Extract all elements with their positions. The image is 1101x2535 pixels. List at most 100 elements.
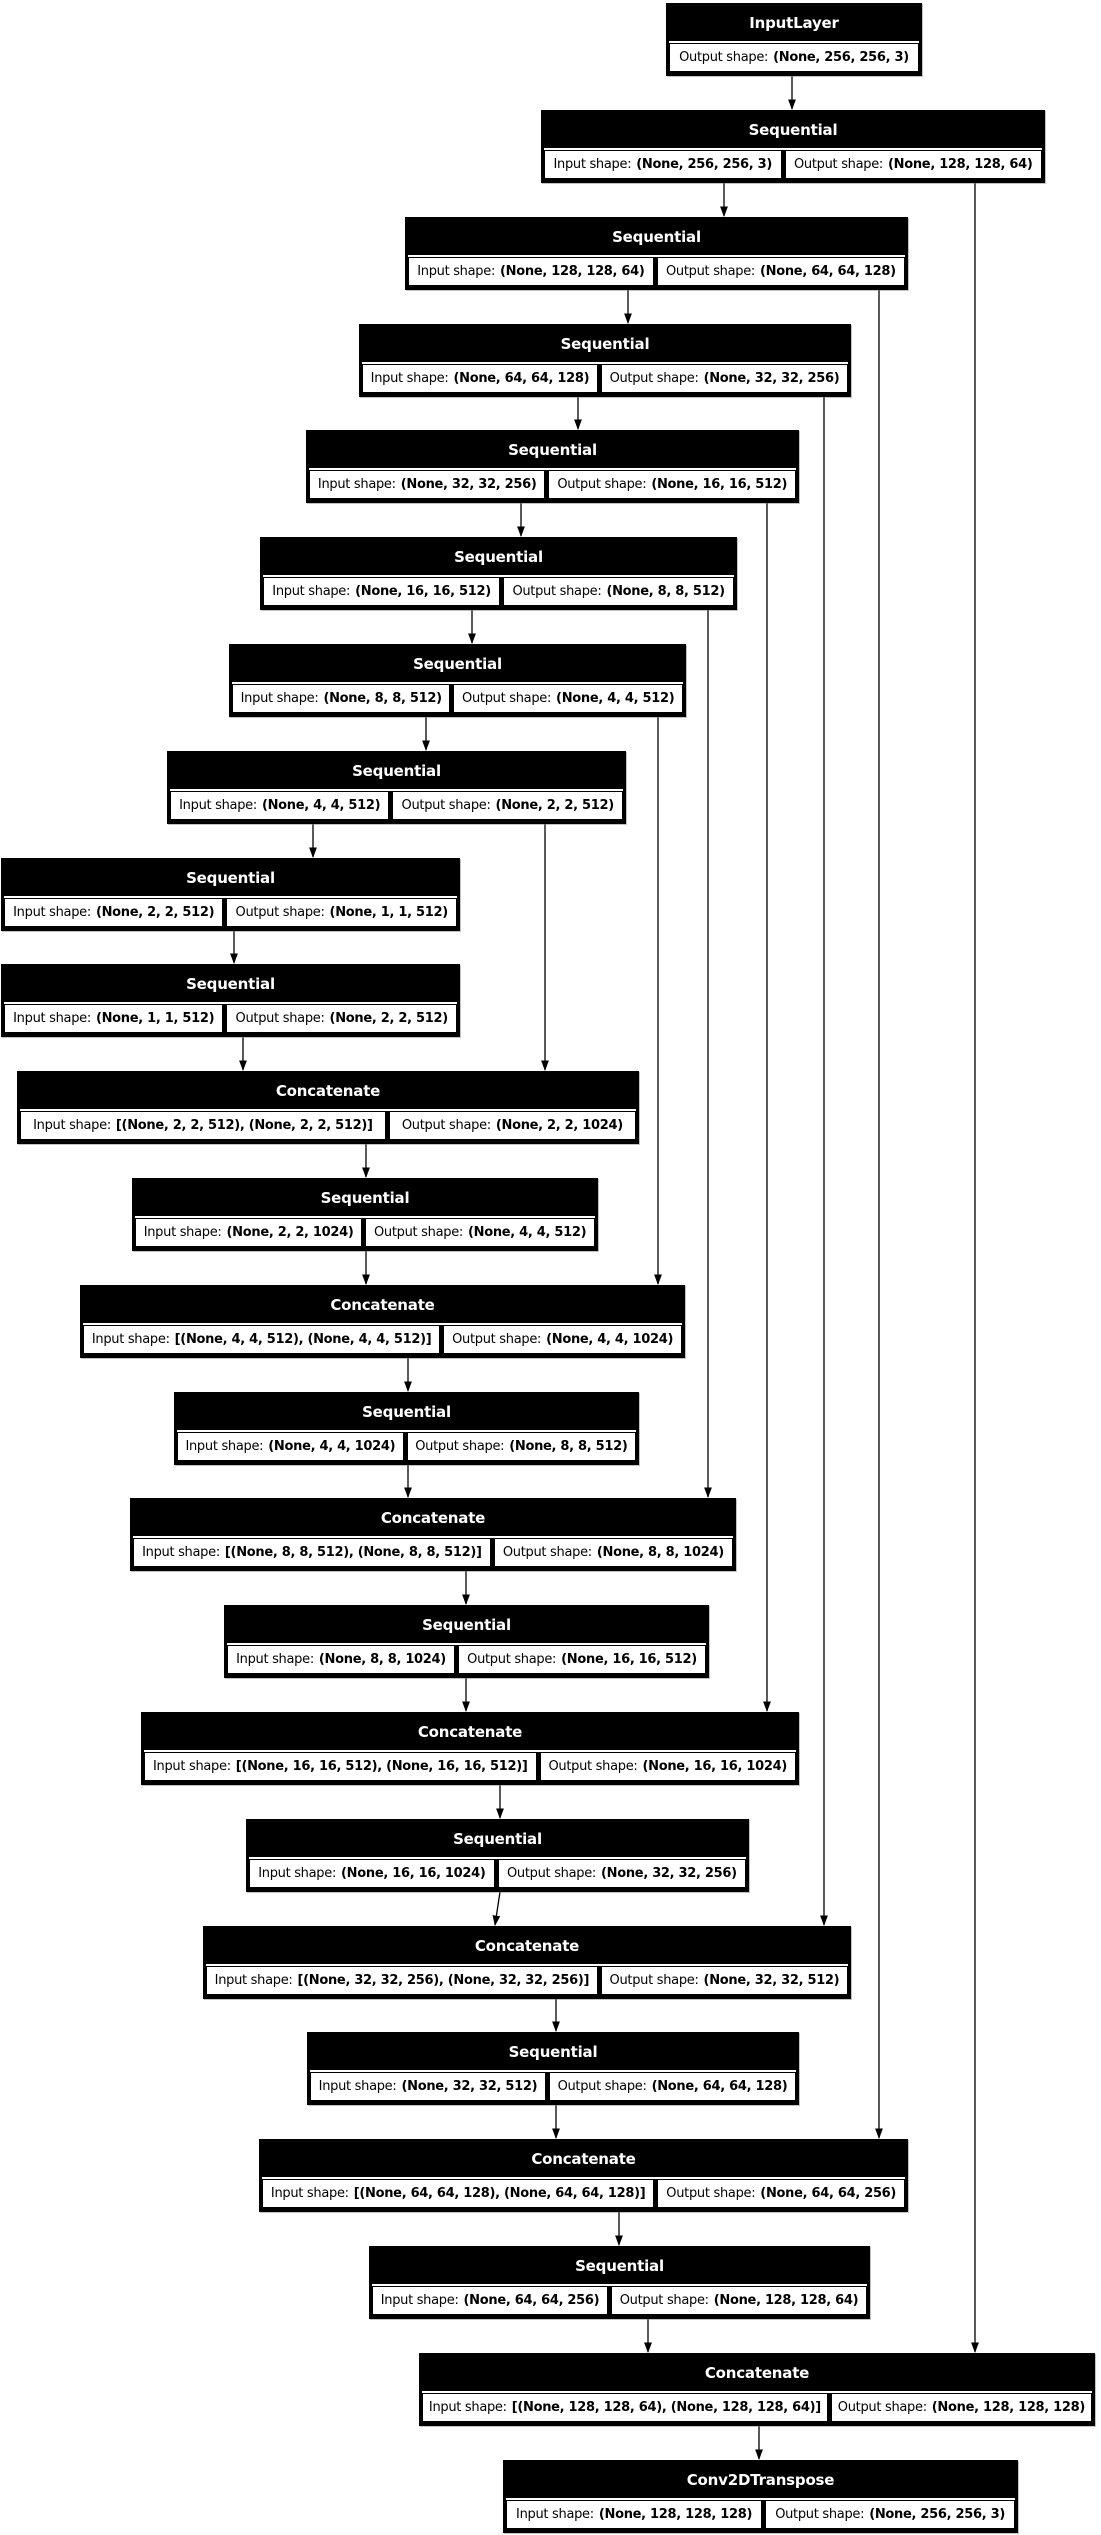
node-shape-row: Input shape:(None, 8, 8, 512)Output shap…: [232, 684, 683, 713]
shape-value: (None, 16, 16, 1024): [341, 1866, 486, 1881]
field-label: Output shape:: [235, 905, 325, 920]
node-shape-row: Input shape:[(None, 128, 128, 64), (None…: [422, 2393, 1092, 2422]
field-label: Input shape:: [270, 2186, 349, 2201]
shape-value: (None, 4, 4, 512): [261, 798, 381, 813]
field-label: Output shape:: [794, 157, 883, 172]
input-shape-cell: Input shape:(None, 8, 8, 512): [232, 684, 451, 713]
field-label: Input shape:: [13, 1011, 91, 1026]
node-shape-row: Input shape:(None, 128, 128, 128)Output …: [506, 2500, 1015, 2529]
shape-value: [(None, 4, 4, 512), (None, 4, 4, 512)]: [174, 1332, 432, 1347]
node-type-label: Sequential: [249, 1820, 746, 1859]
input-shape-cell: Input shape: (None, 256, 256, 3): [544, 150, 782, 179]
field-label: Input shape:: [553, 157, 632, 172]
field-label: Input shape:: [370, 371, 449, 386]
field-label: Output shape:: [467, 1652, 557, 1667]
node-shape-row: Output shape:(None, 256, 256, 3): [669, 43, 919, 72]
shape-value: (None, 16, 16, 1024): [642, 1759, 788, 1774]
input-shape-cell: Input shape:(None, 2, 2, 512): [4, 898, 224, 927]
output-shape-cell: Output shape:(None, 32, 32, 512): [600, 1966, 849, 1995]
shape-value: (None, 32, 32, 256): [601, 1866, 737, 1881]
field-label: Output shape:: [557, 2079, 647, 2094]
shape-value: (None, 256, 256, 3): [869, 2507, 1005, 2522]
shape-value: (None, 32, 32, 512): [703, 1973, 840, 1988]
node-type-label: Sequential: [227, 1606, 706, 1645]
field-label: Output shape:: [775, 2507, 865, 2522]
shape-value: (None, 32, 32, 512): [401, 2079, 538, 2094]
output-shape-cell: Output shape:(None, 4, 4, 512): [365, 1218, 595, 1247]
field-label: Output shape:: [837, 2400, 927, 2415]
node-shape-row: Input shape:(None, 4, 4, 1024)Output sha…: [177, 1432, 636, 1461]
node-shape-row: Input shape:[(None, 32, 32, 256), (None,…: [206, 1966, 849, 1995]
node-shape-row: Input shape:(None, 32, 32, 256)Output sh…: [309, 470, 796, 499]
shape-value: (None, 2, 2, 1024): [226, 1225, 354, 1240]
shape-value: (None, 8, 8, 1024): [318, 1652, 446, 1667]
node-shape-row: Input shape:[(None, 2, 2, 512), (None, 2…: [20, 1111, 636, 1140]
input-shape-cell: Input shape:(None, 16, 16, 512): [263, 577, 501, 606]
edges-group: [230, 76, 979, 2460]
field-label: Output shape:: [401, 798, 491, 813]
shape-value: (None, 4, 4, 512): [467, 1225, 587, 1240]
node-type-label: Concatenate: [144, 1713, 796, 1752]
field-label: Input shape:: [318, 2079, 397, 2094]
shape-value: (None, 256, 256, 3): [636, 157, 773, 172]
field-label: Output shape:: [666, 2186, 756, 2201]
field-label: Input shape:: [236, 1652, 314, 1667]
output-shape-cell: Output shape:(None, 2, 2, 512): [226, 1004, 457, 1033]
node-shape-row: Input shape:(None, 4, 4, 512)Output shap…: [170, 791, 623, 820]
node-type-label: Concatenate: [133, 1499, 733, 1538]
field-label: Input shape:: [143, 1225, 222, 1240]
shape-value: (None, 128, 128, 64): [500, 264, 645, 279]
node-shape-row: Input shape:(None, 2, 2, 512) Output shap…: [4, 898, 457, 927]
node-type-label: Sequential: [135, 1179, 595, 1218]
shape-value: [(None, 16, 16, 512), (None, 16, 16, 512…: [235, 1759, 528, 1774]
field-label: Output shape:: [666, 264, 755, 279]
node-type-label: Sequential: [232, 645, 683, 684]
shape-value: (None, 4, 4, 512): [556, 691, 675, 706]
output-shape-cell: Output shape:(None, 8, 8, 512): [406, 1432, 636, 1461]
node-type-label: Sequential: [362, 325, 848, 364]
output-shape-cell: Output shape:(None, 16, 16, 512): [548, 470, 796, 499]
output-shape-cell: Output shape:(None, 64, 64, 128): [656, 257, 905, 286]
output-shape-cell: Output shape:(None, 128, 128, 64): [611, 2286, 867, 2315]
field-label: Output shape:: [507, 1866, 596, 1881]
node-shape-row: Input shape:[(None, 8, 8, 512), (None, 8…: [133, 1538, 733, 1567]
field-label: Input shape:: [417, 264, 496, 279]
edge-sequential_13-to-concatenate_5: [492, 1891, 501, 1926]
input-shape-cell: Input shape:(None, 1, 1, 512): [4, 1004, 224, 1033]
input-shape-cell: Input shape:(None, 64, 64, 128): [362, 364, 598, 393]
node-type-label: Sequential: [4, 965, 457, 1004]
output-shape-cell: Output shape: (None, 16, 16, 1024): [539, 1752, 797, 1781]
field-label: Input shape:: [152, 1759, 231, 1774]
node-shape-row: Input shape: [(None, 16, 16, 512), (None,…: [144, 1752, 797, 1781]
node-type-label: Sequential: [310, 2033, 796, 2072]
shape-value: (None, 256, 256, 3): [773, 50, 909, 65]
field-label: Output shape:: [548, 1759, 638, 1774]
shape-value: (None, 1, 1, 512): [329, 905, 449, 920]
input-shape-cell: Input shape:[(None, 32, 32, 256), (None,…: [206, 1966, 598, 1995]
field-label: Input shape:: [258, 1866, 337, 1881]
input-shape-cell: Input shape:(None, 32, 32, 256): [309, 470, 546, 499]
node-shape-row: Input shape:[(None, 4, 4, 512), (None, 4…: [83, 1325, 682, 1354]
shape-value: (None, 64, 64, 256): [463, 2293, 600, 2308]
node-type-label: InputLayer: [669, 4, 919, 43]
input-shape-cell: Input shape: (None, 16, 16, 1024): [249, 1859, 495, 1888]
input-shape-cell: Input shape:[(None, 8, 8, 512), (None, 8…: [133, 1538, 491, 1567]
node-type-label: Sequential: [372, 2247, 867, 2286]
field-label: Input shape:: [428, 2400, 507, 2415]
node-shape-row: Input shape: (None, 2, 2, 1024) Output sha…: [135, 1218, 595, 1247]
node-type-label: Concatenate: [206, 1927, 848, 1966]
field-label: Input shape:: [185, 1439, 264, 1454]
